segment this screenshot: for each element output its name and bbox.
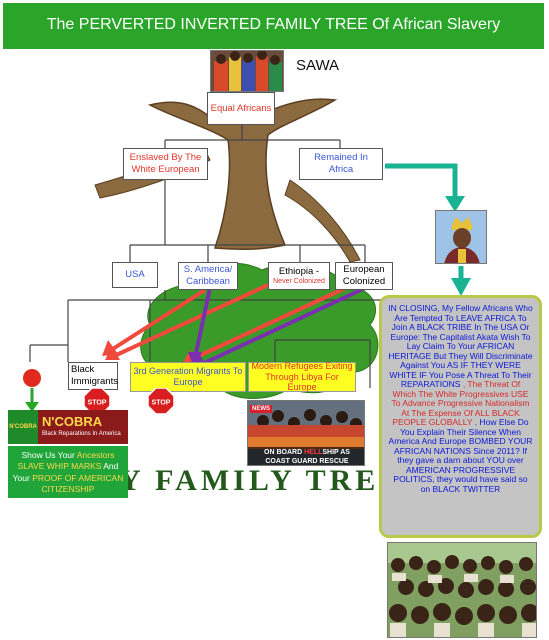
teal-arrowhead-remained xyxy=(445,196,465,212)
purple-arrow-2 xyxy=(199,286,366,367)
news-photo: NEWS ON BOARD HELLSHIP AS COAST GUARD RE… xyxy=(247,400,365,466)
red-dot xyxy=(23,369,41,387)
node-equal-africans: Equal Africans xyxy=(207,92,275,125)
closing-panel: IN CLOSING, My Fellow Africans Who Are T… xyxy=(379,295,542,538)
node-south-america: S. America/ Caribbean xyxy=(178,262,238,290)
node-ethiopia: Ethiopia - Never Colonized xyxy=(268,262,330,290)
news-caption: ON BOARD HELLSHIP AS COAST GUARD RESCUE … xyxy=(248,447,364,465)
teal-arrow-remained xyxy=(385,163,458,198)
closing-part-1: IN CLOSING, My Fellow Africans Who Are T… xyxy=(388,303,533,342)
purple-arrowhead-1 xyxy=(188,352,202,368)
news-hell: HELL xyxy=(304,449,323,456)
ethiopia-sublabel: Never Colonized xyxy=(273,277,325,285)
red-arrow-3 xyxy=(189,283,353,362)
red-arrowhead-2 xyxy=(105,346,120,360)
ncobra-tagline: Black Reparations In America xyxy=(42,431,121,437)
closing-part-4: . How Else Do You Explain Their Silence … xyxy=(388,417,533,494)
ncobra-small-logo: N'COBRA xyxy=(8,410,38,444)
closing-part-2: The Capitalist Akata Wish To Lay Claim T… xyxy=(388,331,533,390)
red-arrow-1 xyxy=(106,288,207,354)
tree-caption: MY FAMILY TREE xyxy=(87,464,404,497)
top-photo-image xyxy=(211,51,283,91)
top-photo xyxy=(210,50,284,92)
king-portrait-image xyxy=(436,211,486,263)
tree-branch-right xyxy=(284,179,361,263)
caption-part-6: PROOF OF AMERICAN CITIZENSHIP xyxy=(32,472,124,495)
ethiopia-label: Ethiopia - xyxy=(278,265,320,277)
node-black-immigrants: Black Immigrants xyxy=(68,362,118,390)
node-european-colonized: European Colonized xyxy=(335,262,393,290)
caption-part-1: Show Us Your xyxy=(21,450,77,460)
page-title: The PERVERTED INVERTED FAMILY TREE Of Af… xyxy=(46,16,501,33)
news-badge: NEWS xyxy=(250,405,272,413)
top-label: SAWA xyxy=(296,57,340,74)
page-title-banner: The PERVERTED INVERTED FAMILY TREE Of Af… xyxy=(3,3,544,49)
stop-sign-1: STOP xyxy=(84,388,110,414)
crowd-photo xyxy=(387,542,537,638)
caption-part-5: And Your xyxy=(12,461,119,483)
caption-part-4: SLAVE WHIP MARKS xyxy=(17,461,102,472)
stop-text-2: STOP xyxy=(152,400,171,407)
purple-arrow-1 xyxy=(193,287,212,359)
node-usa: USA xyxy=(112,262,158,288)
news-line2: COAST GUARD RESCUE MIGRANTS xyxy=(265,458,349,465)
stop-sign-2: STOP xyxy=(148,388,174,414)
news-line1b: SHIP AS xyxy=(322,449,350,456)
stop-text-1: STOP xyxy=(88,400,107,407)
ncobra-brand: N'COBRA xyxy=(42,414,103,429)
ncobra-banner: N'COBRA N'COBRA Black Reparations In Ame… xyxy=(8,410,128,444)
node-remained-in-africa: Remained In Africa xyxy=(299,148,383,180)
closing-text: IN CLOSING, My Fellow Africans Who Are T… xyxy=(388,303,533,494)
crowd-photo-image xyxy=(388,543,536,637)
closing-part-3: , The Threat Of Which The White Progress… xyxy=(391,379,530,428)
caption-part-2: Ancestors xyxy=(76,450,115,460)
news-line1: ON BOARD xyxy=(264,449,305,456)
red-arrow-2 xyxy=(111,283,269,359)
king-portrait xyxy=(435,210,487,264)
node-enslaved: Enslaved By The White European xyxy=(123,148,208,180)
green-arrowhead xyxy=(25,402,39,412)
node-third-generation: 3rd Generation Migrants To Europe xyxy=(130,362,246,392)
node-modern-refugees: Modern Refugees Exiting Through Libya Fo… xyxy=(248,361,356,392)
teal-arrowhead-king xyxy=(451,278,471,296)
ncobra-caption: Show Us Your Ancestors SLAVE WHIP MARKS … xyxy=(8,446,128,498)
